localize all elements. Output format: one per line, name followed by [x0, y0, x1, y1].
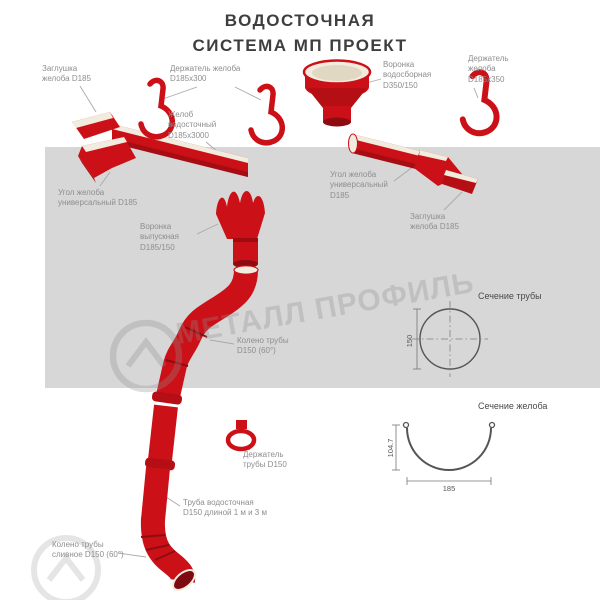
downpipe-parts: [140, 265, 259, 591]
end-cap-part-right: [442, 170, 478, 194]
label-gutter-corner-right: Угол желоба универсальный D185: [330, 170, 388, 200]
leader-lines: [79, 78, 479, 558]
label-end-cap-left: Заглушка желоба D185: [42, 64, 91, 84]
gutter-corner-part-left: [78, 137, 136, 183]
label-end-cap-right: Заглушка желоба D185: [410, 212, 459, 232]
collector-funnel-part: [302, 59, 372, 127]
brand-ring-icon: [31, 535, 101, 600]
gutter-cross-section: 104.7 185: [386, 421, 496, 493]
label-pipe-elbow: Колено трубы D150 (60°): [237, 336, 289, 356]
brand-roof-icon: [125, 337, 167, 368]
outlet-funnel-part: [216, 190, 265, 268]
label-outlet-funnel: Воронка выпускная D185/150: [140, 222, 179, 252]
brand-ring-icon: [109, 319, 183, 393]
label-downpipe: Труба водосточная D150 длиной 1 м и 3 м: [183, 498, 267, 518]
brand-roof-icon: [46, 553, 86, 582]
gutter-part-right: [348, 133, 428, 172]
pipe-cross-section-title: Сечение трубы: [478, 291, 542, 301]
page-title: ВОДОСТОЧНАЯ СИСТЕМА МП ПРОЕКТ: [192, 11, 408, 55]
label-pipe-bracket: Держатель трубы D150: [243, 450, 287, 470]
pipe-diameter-dimension: 150: [405, 335, 414, 348]
pipe-cross-section: 150: [405, 301, 488, 377]
end-cap-part-left: [72, 112, 120, 139]
gutter-hook-part-2: [251, 86, 282, 142]
gutter-width-dimension: 185: [443, 484, 456, 493]
label-drain-elbow: Колено трубы сливное D150 (60°): [52, 540, 124, 560]
label-gutter-bracket-350: Держатель желоба D185х350: [468, 54, 509, 84]
pipe-bracket-part: [225, 420, 257, 452]
gutter-height-dimension: 104.7: [386, 439, 395, 458]
label-collector-funnel: Воронка водосборная D350/150: [383, 60, 432, 90]
label-gutter: Желоб водосточный D185х3000: [168, 110, 217, 140]
label-gutter-bracket-300: Держатель желоба D185х300: [170, 64, 241, 84]
gutter-cross-section-title: Сечение желоба: [478, 401, 548, 411]
label-gutter-corner-left: Угол желоба универсальный D185: [58, 188, 138, 208]
roof-band: [45, 147, 600, 388]
watermark-logo-bottom: [31, 535, 101, 600]
